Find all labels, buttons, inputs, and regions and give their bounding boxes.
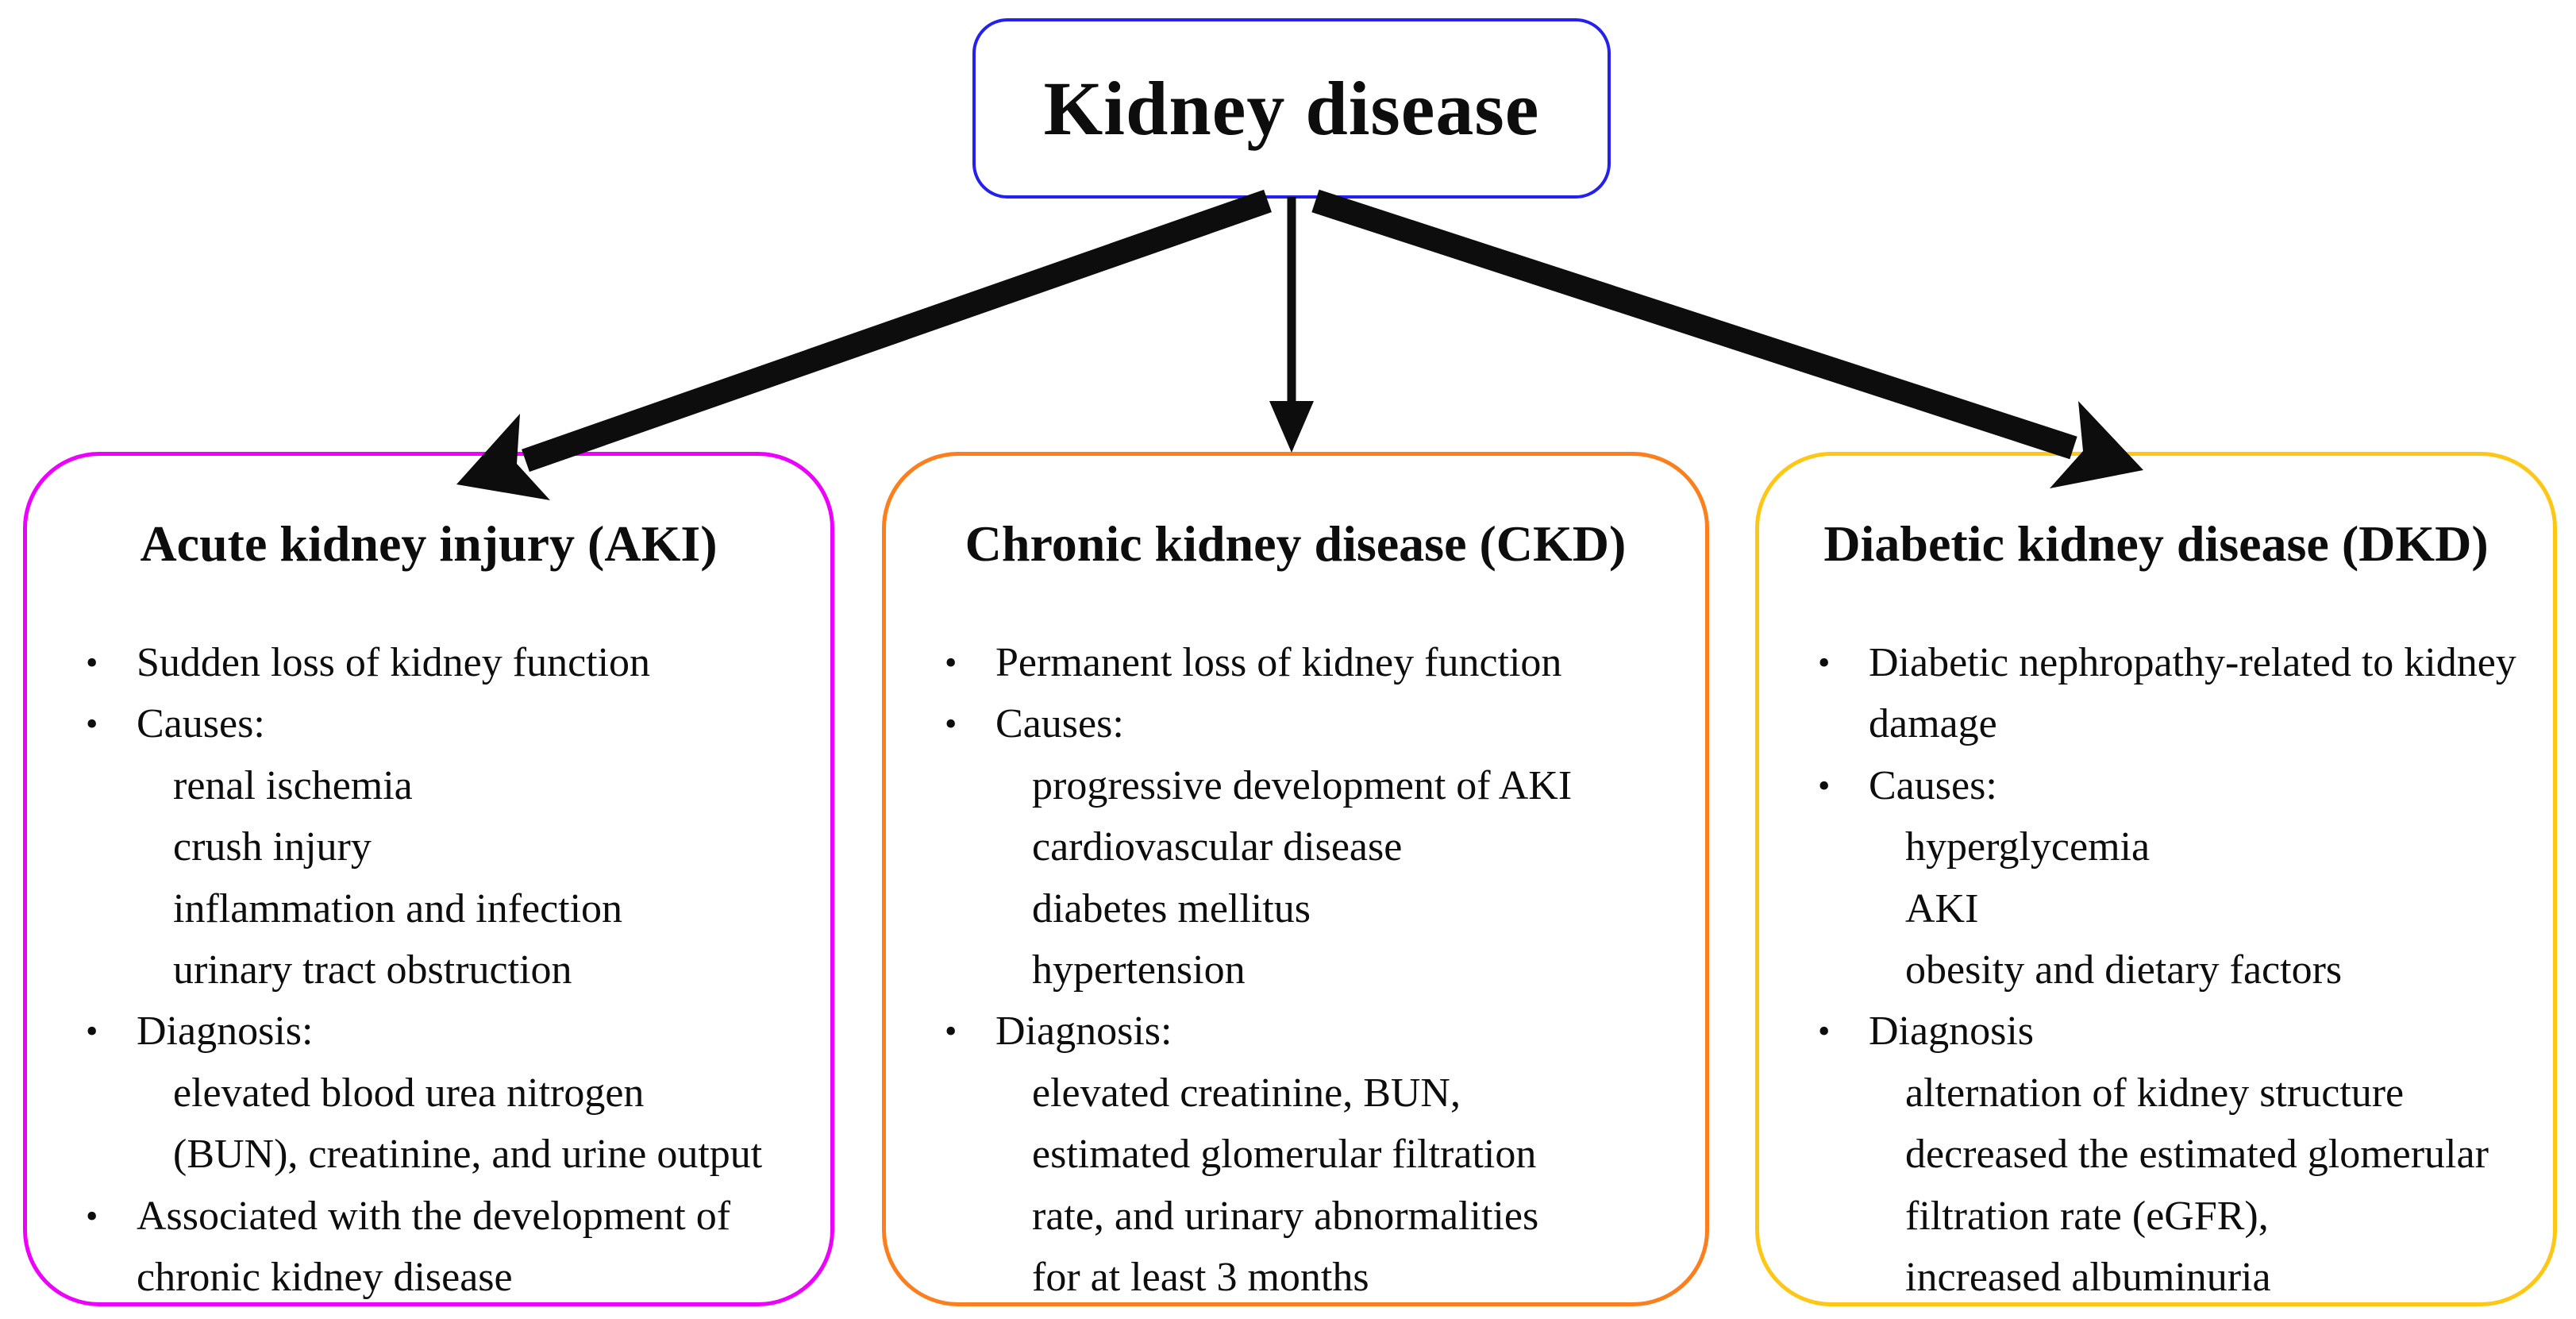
list-item-text: (BUN), creatinine, and urine output	[173, 1132, 763, 1178]
list-item-text: filtration rate (eGFR),	[1905, 1193, 2269, 1239]
list-item: AKI	[1759, 878, 2553, 939]
list-item: inflammation and infection	[27, 878, 830, 939]
list-item-text: elevated blood urea nitrogen	[173, 1070, 645, 1116]
list-item-text: hypertension	[1032, 947, 1246, 993]
list-item-text: damage	[1869, 701, 1997, 747]
list-item-text: Sudden loss of kidney function	[137, 640, 651, 685]
bullet-icon: •	[1818, 643, 1831, 682]
list-item: diabetes mellitus	[886, 878, 1705, 939]
list-item: hypertension	[886, 939, 1705, 1001]
list-item-text: Diagnosis:	[995, 1009, 1172, 1055]
list-item-text: Causes:	[995, 701, 1124, 747]
list-item: urinary tract obstruction	[27, 939, 830, 1001]
list-item-text: estimated glomerular filtration	[1032, 1132, 1537, 1178]
list-item-text: renal ischemia	[173, 762, 413, 808]
list-item-text: Diagnosis:	[137, 1009, 314, 1055]
list-item-text: cardiovascular disease	[1032, 824, 1403, 870]
list-item-text: hyperglycemia	[1905, 824, 2151, 870]
list-item-text: AKI	[1905, 885, 1979, 931]
list-item: elevated creatinine, BUN,	[886, 1063, 1705, 1124]
list-item-text: progressive development of AKI	[1032, 762, 1573, 808]
arrow-to-dkd	[1311, 189, 2143, 488]
list-item-text: Associated with the development of	[137, 1193, 731, 1239]
list-item-text: Diabetic nephropathy-related to kidney	[1869, 640, 2516, 685]
list-item: estimated glomerular filtration	[886, 1124, 1705, 1185]
list-item-text: rate, and urinary abnormalities	[1032, 1193, 1539, 1239]
list-item: • Sudden loss of kidney function	[27, 632, 830, 693]
bullet-icon: •	[945, 704, 957, 744]
list-item-text: obesity and dietary factors	[1905, 947, 2343, 993]
bullet-icon: •	[86, 643, 98, 682]
node-dkd: Diabetic kidney disease (DKD) • Diabetic …	[1755, 452, 2557, 1306]
list-item: rate, and urinary abnormalities	[886, 1186, 1705, 1247]
list-item: (BUN), creatinine, and urine output	[27, 1124, 830, 1185]
arrow-to-ckd	[1269, 197, 1314, 453]
list-item: • Diagnosis:	[27, 1001, 830, 1062]
list-item-text: Diagnosis	[1869, 1009, 2034, 1055]
list-item-text: crush injury	[173, 824, 372, 870]
node-aki-body: • Sudden loss of kidney function • Causes: r…	[27, 632, 830, 1308]
node-ckd-header: Chronic kidney disease (CKD)	[965, 515, 1627, 572]
list-item-text: elevated creatinine, BUN,	[1032, 1070, 1461, 1116]
list-item-text: diabetes mellitus	[1032, 885, 1311, 931]
list-item: damage	[1759, 693, 2553, 754]
list-item: • Diagnosis	[1759, 1001, 2553, 1062]
list-item: cardiovascular disease	[886, 816, 1705, 877]
node-ckd-body: • Permanent loss of kidney function • Cause…	[886, 632, 1705, 1308]
list-item: obesity and dietary factors	[1759, 939, 2553, 1001]
list-item: • Causes:	[27, 693, 830, 754]
bullet-icon: •	[86, 1012, 98, 1051]
list-item-text: decreased the estimated glomerular	[1905, 1132, 2489, 1178]
list-item: • Diagnosis:	[886, 1001, 1705, 1062]
list-item: alternation of kidney structure	[1759, 1063, 2553, 1124]
list-item: • Associated with the development of	[27, 1186, 830, 1247]
list-item: • Permanent loss of kidney function	[886, 632, 1705, 693]
list-item: renal ischemia	[27, 755, 830, 816]
list-item: • Diabetic nephropathy-related to kidney	[1759, 632, 2553, 693]
list-item: • Causes:	[1759, 755, 2553, 816]
list-item: decreased the estimated glomerular	[1759, 1124, 2553, 1185]
list-item: elevated blood urea nitrogen	[27, 1063, 830, 1124]
list-item: chronic kidney disease	[27, 1247, 830, 1308]
node-aki-header: Acute kidney injury (AKI)	[140, 515, 718, 572]
list-item: crush injury	[27, 816, 830, 877]
node-aki: Acute kidney injury (AKI) • Sudden loss o…	[23, 452, 834, 1306]
list-item-text: inflammation and infection	[173, 885, 623, 931]
bullet-icon: •	[945, 1012, 957, 1051]
bullet-icon: •	[86, 1196, 98, 1236]
node-dkd-header: Diabetic kidney disease (DKD)	[1823, 515, 2489, 572]
node-dkd-body: • Diabetic nephropathy-related to kidney d…	[1759, 632, 2553, 1308]
list-item-text: Causes:	[1869, 762, 1997, 808]
bullet-icon: •	[1818, 766, 1831, 805]
list-item: • Causes:	[886, 693, 1705, 754]
node-kidney-disease-label: Kidney disease	[1043, 66, 1540, 151]
list-item-text: alternation of kidney structure	[1905, 1070, 2405, 1116]
list-item: progressive development of AKI	[886, 755, 1705, 816]
list-item-text: for at least 3 months	[1032, 1254, 1369, 1300]
list-item: for at least 3 months	[886, 1247, 1705, 1308]
bullet-icon: •	[945, 643, 957, 682]
bullet-icon: •	[86, 704, 98, 744]
node-kidney-disease: Kidney disease	[972, 18, 1611, 199]
list-item-text: chronic kidney disease	[137, 1254, 513, 1300]
list-item: increased albuminuria	[1759, 1247, 2553, 1308]
list-item-text: urinary tract obstruction	[173, 947, 572, 993]
list-item-text: Causes:	[137, 701, 265, 747]
bullet-icon: •	[1818, 1012, 1831, 1051]
node-ckd: Chronic kidney disease (CKD) • Permanent …	[882, 452, 1709, 1306]
list-item: filtration rate (eGFR),	[1759, 1186, 2553, 1247]
list-item-text: increased albuminuria	[1905, 1254, 2271, 1300]
list-item: hyperglycemia	[1759, 816, 2553, 877]
list-item-text: Permanent loss of kidney function	[995, 640, 1562, 685]
